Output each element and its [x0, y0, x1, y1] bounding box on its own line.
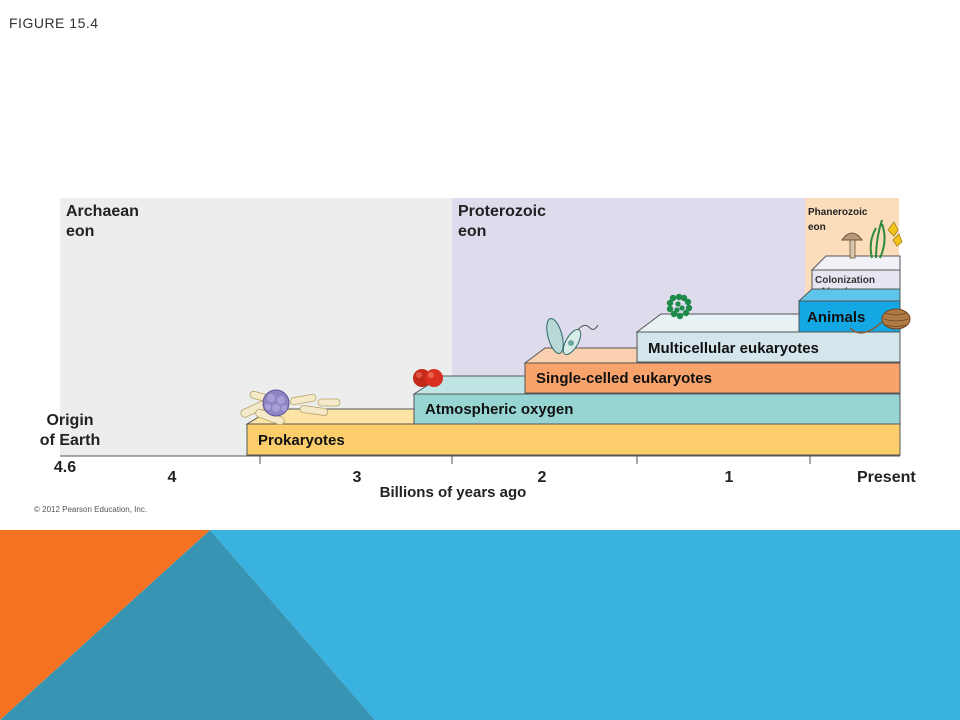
multicellular-step: Multicellular eukaryotes: [635, 313, 901, 363]
single-celled-step: Single-celled eukaryotes: [523, 347, 901, 394]
axis-tick-marks: [259, 456, 811, 464]
prokaryotes-step: Prokaryotes: [245, 408, 901, 456]
tick-label-4: 4: [168, 469, 177, 486]
tick-label-1: 1: [725, 469, 734, 486]
copyright-notice: © 2012 Pearson Education, Inc.: [34, 505, 148, 514]
single-celled-label: Single-celled eukaryotes: [536, 370, 712, 387]
atmospheric-oxygen-label: Atmospheric oxygen: [425, 401, 573, 418]
axis-title: Billions of years ago: [380, 484, 527, 501]
mushroom-plant-icon: [841, 219, 903, 259]
origin-value: 4.6: [54, 459, 76, 476]
oxygen-molecule-icon: [413, 369, 443, 387]
bacteria-cluster-icon: [240, 389, 341, 426]
atmospheric-oxygen-step: Atmospheric oxygen: [412, 375, 901, 425]
figure-label: FIGURE 15.4: [9, 15, 99, 31]
prokaryotes-label: Prokaryotes: [258, 432, 345, 449]
spiral-algae-icon: [666, 293, 693, 320]
animals-step: Animals: [797, 288, 901, 333]
tick-label-3: 3: [353, 469, 362, 486]
animals-label: Animals: [807, 309, 865, 326]
tick-label-present: Present: [857, 469, 916, 486]
trilobite-icon: [849, 308, 911, 334]
protist-icon: [546, 318, 599, 355]
footer-decoration: [0, 530, 960, 720]
multicellular-label: Multicellular eukaryotes: [648, 340, 819, 357]
tick-label-2: 2: [538, 469, 547, 486]
